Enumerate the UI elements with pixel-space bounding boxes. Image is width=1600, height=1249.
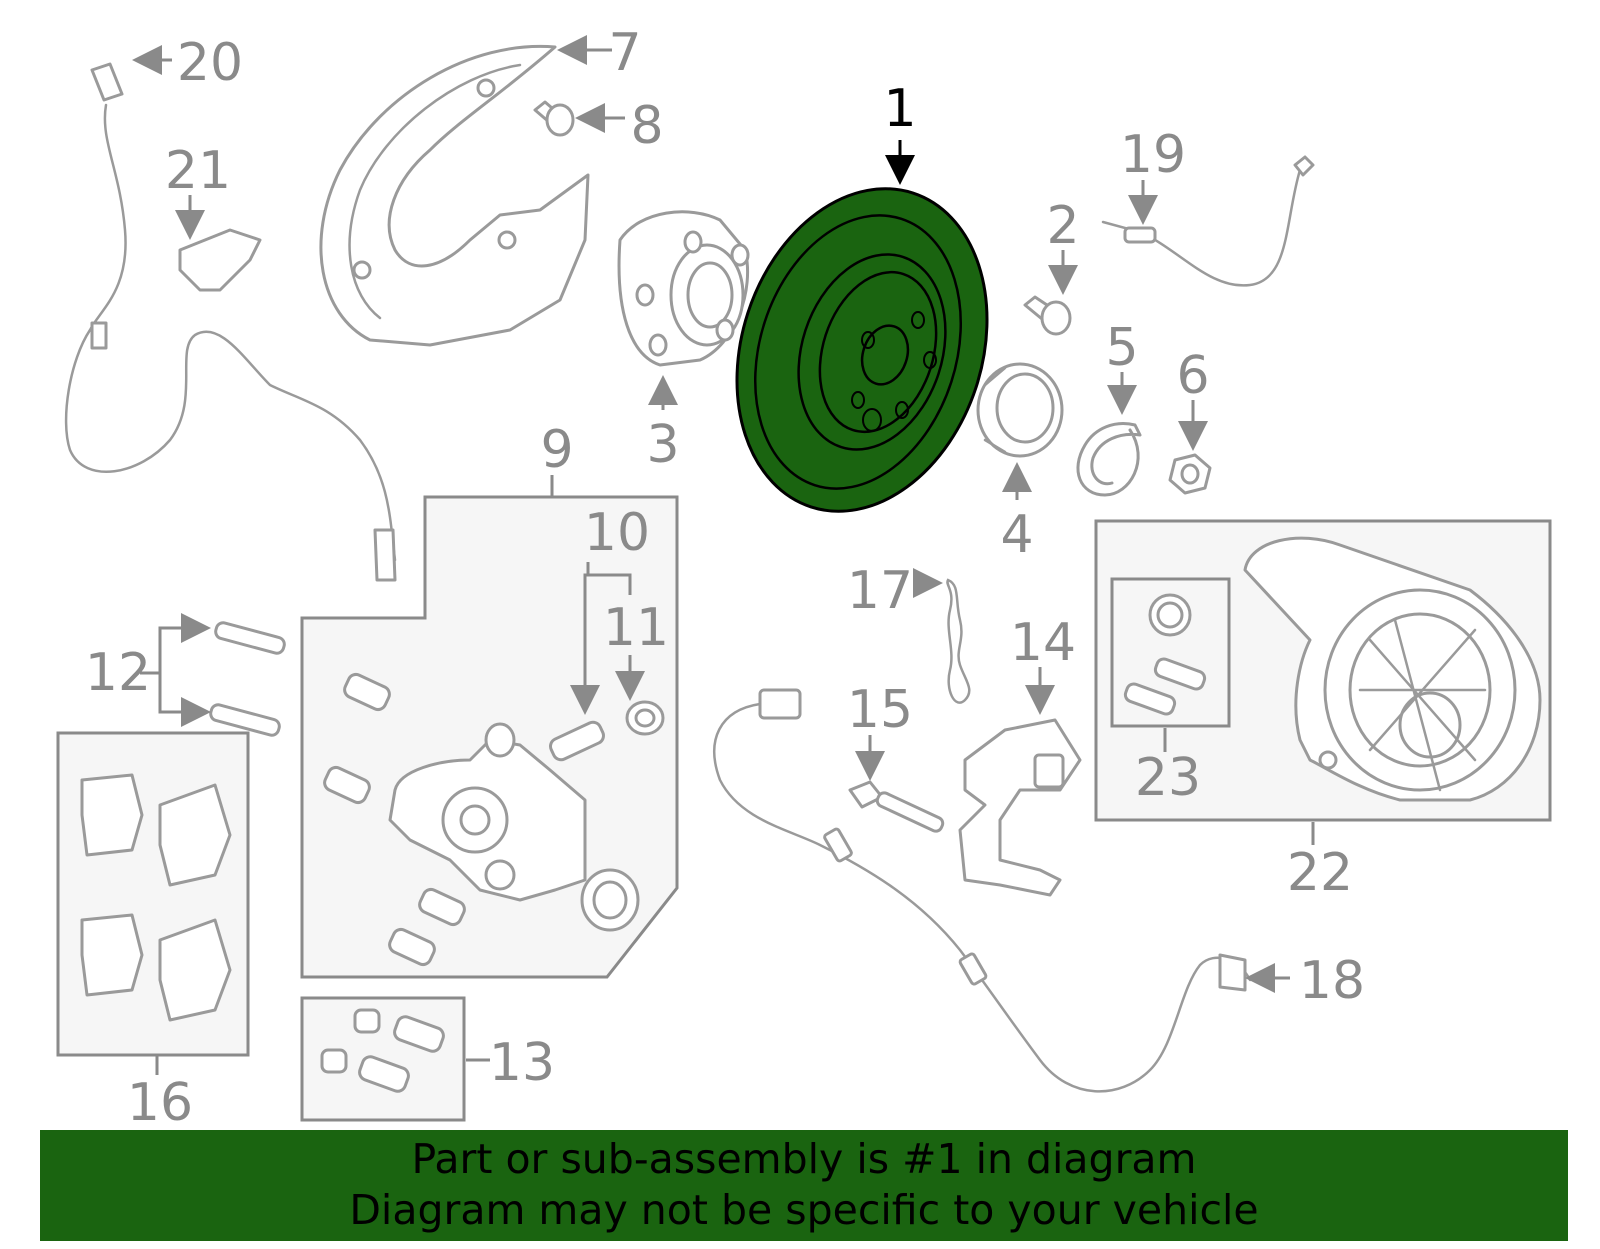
banner-line-1: Part or sub-assembly is #1 in diagram [411, 1135, 1197, 1183]
callout-5: 5 [1105, 318, 1138, 378]
brake-pads-part [80, 773, 232, 1022]
callout-23: 23 [1135, 748, 1201, 808]
banner-line-2: Diagram may not be specific to your vehi… [349, 1186, 1259, 1234]
callout-7: 7 [608, 23, 641, 83]
callout-13: 13 [489, 1033, 555, 1093]
callout-20: 20 [177, 33, 243, 93]
callout-3: 3 [646, 415, 679, 475]
callout-16: 16 [127, 1073, 193, 1130]
callout-19: 19 [1120, 125, 1186, 185]
parts-diagram: 1 2 3 4 5 6 7 8 9 10 11 12 13 14 15 16 1… [56, 23, 1552, 1130]
callout-1: 1 [883, 79, 916, 139]
callout-14: 14 [1010, 613, 1076, 673]
callout-18: 18 [1299, 951, 1365, 1011]
wear-sensor-part [1101, 155, 1315, 287]
hub-bolt-part [1023, 295, 1072, 336]
caliper-bracket-part [958, 718, 1082, 897]
brake-actuator-part [1243, 536, 1542, 802]
callout-10: 10 [584, 503, 650, 563]
caliper-repair-kit-part [320, 1008, 445, 1093]
callout-6: 6 [1176, 346, 1209, 406]
caliper-part [388, 722, 640, 932]
callout-22: 22 [1287, 843, 1353, 903]
callout-2: 2 [1046, 196, 1079, 256]
info-banner: Part or sub-assembly is #1 in diagram Di… [40, 1130, 1568, 1241]
callout-4: 4 [1000, 505, 1033, 565]
axle-nut-part [1168, 453, 1212, 495]
callout-9: 9 [540, 420, 573, 480]
callout-leaders [132, 35, 1315, 1075]
callout-21: 21 [165, 141, 231, 201]
callout-numbers: 1 2 3 4 5 6 7 8 9 10 11 12 13 14 15 16 1… [85, 23, 1365, 1130]
dust-shield-part [319, 44, 590, 347]
brake-rotor-part [735, 187, 989, 513]
callout-12: 12 [85, 643, 151, 703]
callout-8: 8 [630, 96, 663, 156]
wheel-bearing-part [976, 362, 1064, 458]
callout-17: 17 [847, 561, 913, 621]
brake-clip-part [946, 578, 971, 704]
bracket-bolt-part [848, 780, 945, 833]
snap-ring-part [1076, 422, 1142, 497]
abs-sensor-upper-part [64, 62, 397, 582]
abs-sensor-lower-part [713, 688, 1252, 1093]
shield-bolt-part [533, 100, 575, 137]
guide-pins-part [209, 621, 286, 737]
callout-15: 15 [847, 680, 913, 740]
seal-kit-part [1123, 593, 1207, 716]
caliper-bolts-part [323, 672, 665, 967]
wheel-hub-part [617, 210, 750, 367]
callout-11: 11 [603, 598, 669, 658]
